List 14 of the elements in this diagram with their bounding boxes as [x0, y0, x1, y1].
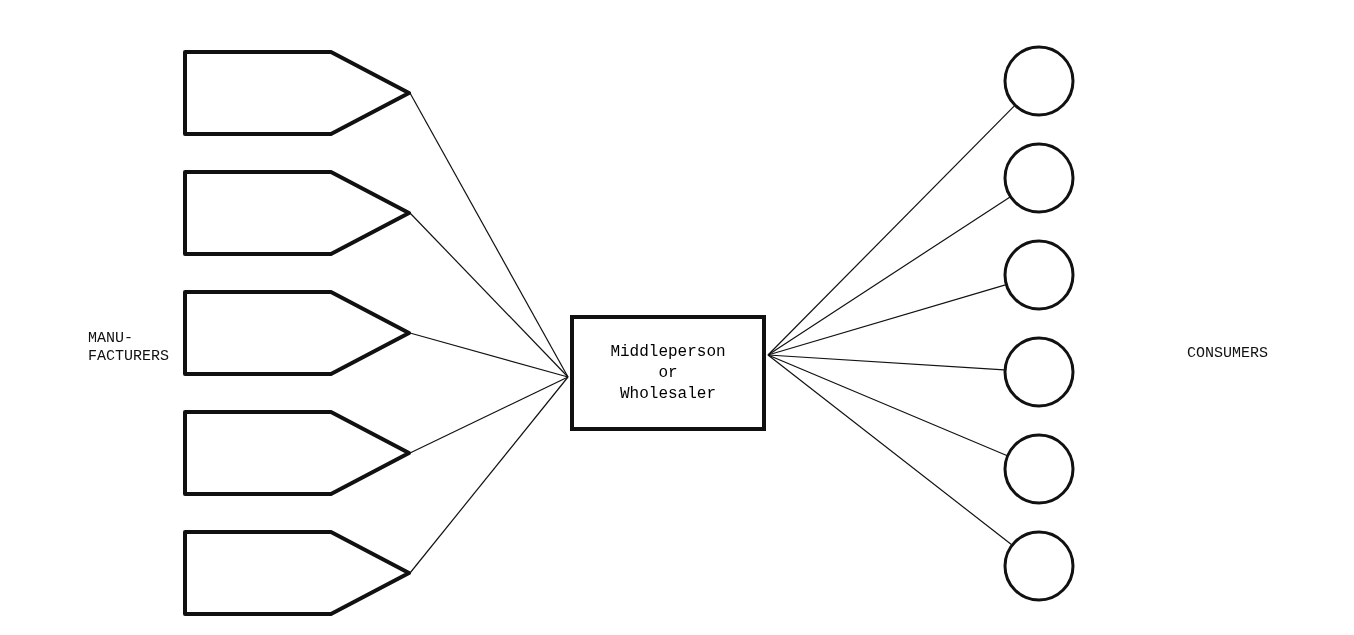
connector-line: [767, 105, 1015, 356]
connector-line: [409, 92, 569, 378]
group-label: MANU- FACTURERS: [88, 330, 170, 366]
group-label: CONSUMERS: [1187, 345, 1269, 363]
connector-line: [409, 212, 569, 378]
connector-line: [767, 354, 1012, 546]
connector-line: [767, 354, 1005, 371]
connector-line: [767, 354, 1008, 457]
connector-line: [409, 332, 569, 378]
connector-line: [409, 376, 569, 574]
connector-line: [767, 196, 1011, 356]
connector-line: [409, 376, 569, 454]
process-box: [570, 315, 766, 431]
box-label: Middleperson or Wholesaler: [609, 341, 727, 405]
